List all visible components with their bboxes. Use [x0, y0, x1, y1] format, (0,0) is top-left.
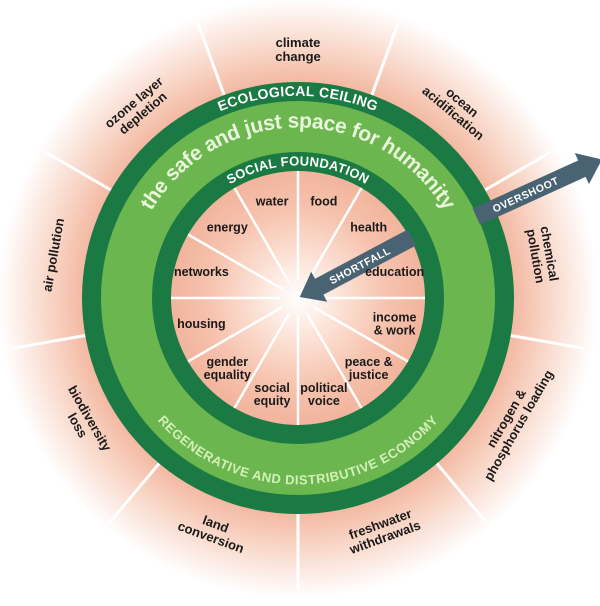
inner-spoke — [233, 187, 291, 284]
outer-spoke — [109, 462, 161, 523]
social-dimension-networks: networks — [174, 265, 229, 279]
outer-spoke — [44, 150, 112, 192]
inner-spoke — [233, 312, 291, 409]
social-dimension-education: education — [365, 265, 424, 279]
social-dimension-water: water — [255, 194, 289, 208]
inner-spoke — [187, 305, 284, 363]
outer-spoke — [196, 23, 226, 96]
social-dimension-peace-justice: peace &justice — [345, 355, 393, 382]
outer-spoke — [10, 334, 86, 351]
shortfall-zone — [171, 171, 425, 425]
inner-spoke — [305, 312, 363, 409]
inner-spoke — [312, 305, 409, 363]
inner-spoke — [305, 187, 363, 284]
social-dimension-income-work: income& work — [373, 310, 417, 337]
outer-spokes — [10, 23, 586, 590]
social-dimension-health: health — [350, 220, 387, 234]
inner-spoke — [187, 233, 284, 291]
social-dimension-housing: housing — [177, 317, 226, 331]
outer-spoke — [435, 462, 487, 523]
outer-spoke — [510, 334, 586, 351]
outer-spoke — [370, 23, 400, 96]
social-dimension-food: food — [310, 194, 337, 208]
outer-spoke — [484, 150, 552, 192]
social-foundation-dimensions: food health education income& work peace &ju… — [174, 194, 424, 408]
social-dimension-energy: energy — [207, 220, 248, 234]
